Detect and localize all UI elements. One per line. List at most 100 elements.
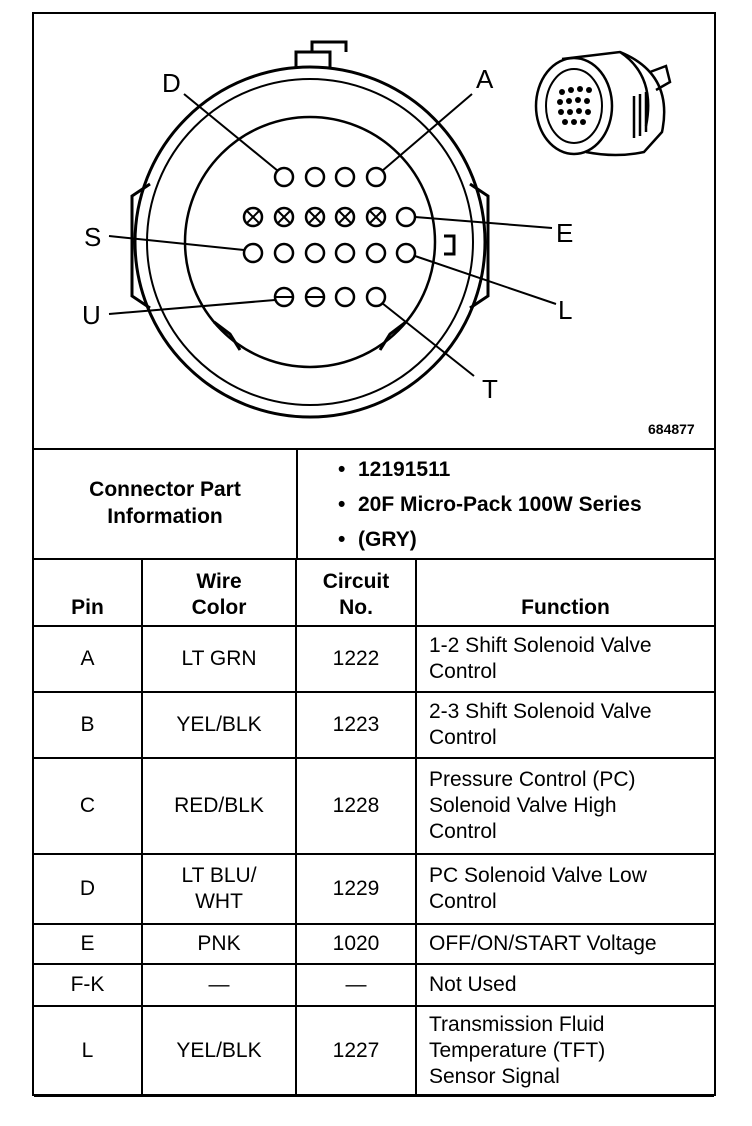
- pin-cell: E: [34, 923, 143, 965]
- wire-color-cell: RED/BLK: [141, 757, 297, 855]
- header-circuit-line2: No.: [339, 596, 373, 619]
- header-pin: Pin: [34, 560, 143, 627]
- wire-color-cell: PNK: [141, 923, 297, 965]
- function-cell: Pressure Control (PC) Solenoid Valve High…: [415, 757, 714, 855]
- function-cell-line: PC Solenoid Valve Low: [429, 864, 647, 887]
- wire-color-cell-line: YEL/BLK: [176, 713, 262, 736]
- pin-cell: C: [34, 757, 143, 855]
- circuit-cell: —: [295, 963, 417, 1007]
- circuit-cell: 1222: [295, 625, 417, 693]
- table-row: C RED/BLK 1228 Pressure Control (PC) Solenoi…: [34, 757, 714, 855]
- wire-color-cell: LT BLU/WHT: [141, 853, 297, 925]
- part-info-heading-line1: Connector Part: [89, 478, 241, 501]
- header-wire-line2: Color: [191, 596, 247, 619]
- label-d: D: [162, 68, 181, 98]
- function-cell-line: Control: [429, 726, 497, 749]
- wire-color-cell-line: YEL/BLK: [176, 1039, 262, 1062]
- circuit-cell: 1223: [295, 691, 417, 759]
- function-cell-line: 1-2 Shift Solenoid Valve: [429, 634, 652, 657]
- wire-color-cell-line: PNK: [197, 932, 241, 955]
- connector-illustration: [534, 50, 672, 157]
- connector-diagram: D A S E L U T 68487: [34, 14, 714, 450]
- connector-part-information: Connector Part Information • 12191511 • 20…: [34, 448, 714, 560]
- circuit-cell: 1227: [295, 1005, 417, 1097]
- function-cell: Not Used: [415, 963, 714, 1007]
- part-info-list: • 12191511 • 20F Micro-Pack 100W Series • (…: [298, 452, 714, 557]
- connector-series: 20F Micro-Pack 100W Series: [358, 493, 642, 516]
- pin-cell: L: [34, 1005, 143, 1097]
- pin-cell: D: [34, 853, 143, 925]
- wire-color-cell-line: RED/BLK: [174, 794, 264, 817]
- function-cell-line: Control: [429, 820, 497, 843]
- header-function: Function: [415, 560, 714, 627]
- wire-color-cell-line: LT GRN: [181, 647, 257, 670]
- label-a: A: [476, 64, 494, 94]
- pin-row-3: [242, 242, 417, 264]
- part-info-heading-line2: Information: [107, 505, 223, 528]
- leader-lines: [108, 93, 557, 377]
- bullet: •: [338, 493, 346, 516]
- pin-cell: F-K: [34, 963, 143, 1007]
- pin-row-4: [273, 286, 387, 308]
- page-frame: D A S E L U T 68487: [32, 12, 716, 1097]
- circuit-cell: 1020: [295, 923, 417, 965]
- wire-color-cell: YEL/BLK: [141, 1005, 297, 1097]
- function-cell-line: Solenoid Valve High: [429, 794, 617, 817]
- table-row: E PNK 1020 OFF/ON/START Voltage: [34, 923, 714, 965]
- circuit-cell: 1229: [295, 853, 417, 925]
- circuit-cell: 1228: [295, 757, 417, 855]
- part-info-heading: Connector Part Information: [34, 448, 298, 558]
- color-item: • (GRY): [298, 522, 714, 557]
- header-circuit-line1: Circuit: [322, 570, 390, 593]
- wire-color-cell-line: LT BLU/: [181, 864, 257, 887]
- label-t: T: [482, 374, 498, 404]
- bullet: •: [338, 458, 346, 481]
- wire-color-cell: LT GRN: [141, 625, 297, 693]
- function-cell-line: OFF/ON/START Voltage: [429, 932, 657, 955]
- function-cell-line: Control: [429, 890, 497, 913]
- part-number-item: • 12191511: [298, 452, 714, 487]
- pin-row-1: [273, 166, 387, 188]
- function-cell-line: Not Used: [429, 973, 517, 996]
- header-wire-line1: Wire: [196, 570, 242, 593]
- connector-housing: [130, 40, 490, 419]
- connector-face-drawing: D A S E L U T 68487: [82, 40, 695, 437]
- pin-cell: A: [34, 625, 143, 693]
- label-e: E: [556, 218, 573, 248]
- part-number: 12191511: [358, 458, 451, 481]
- function-cell-line: Temperature (TFT): [429, 1039, 606, 1062]
- wire-color-cell: YEL/BLK: [141, 691, 297, 759]
- wire-color-cell-line: WHT: [195, 890, 243, 913]
- wire-color-cell: —: [141, 963, 297, 1007]
- connector-color: (GRY): [358, 528, 417, 551]
- bullet: •: [338, 528, 346, 551]
- pin-cell: B: [34, 691, 143, 759]
- table-row: F-K — — Not Used: [34, 963, 714, 1007]
- function-cell-line: Control: [429, 660, 497, 683]
- wire-color-cell-line: —: [208, 973, 230, 996]
- series-item: • 20F Micro-Pack 100W Series: [298, 487, 714, 522]
- label-l: L: [558, 295, 572, 325]
- pin-row-2: [242, 206, 417, 228]
- function-cell: OFF/ON/START Voltage: [415, 923, 714, 965]
- label-u: U: [82, 300, 101, 330]
- function-cell-line: 2-3 Shift Solenoid Valve: [429, 700, 652, 723]
- figure-number: 684877: [648, 421, 695, 437]
- function-cell-line: Transmission Fluid: [429, 1013, 605, 1036]
- label-s: S: [84, 222, 101, 252]
- function-cell-line: Sensor Signal: [429, 1065, 560, 1088]
- function-cell-line: Pressure Control (PC): [429, 768, 636, 791]
